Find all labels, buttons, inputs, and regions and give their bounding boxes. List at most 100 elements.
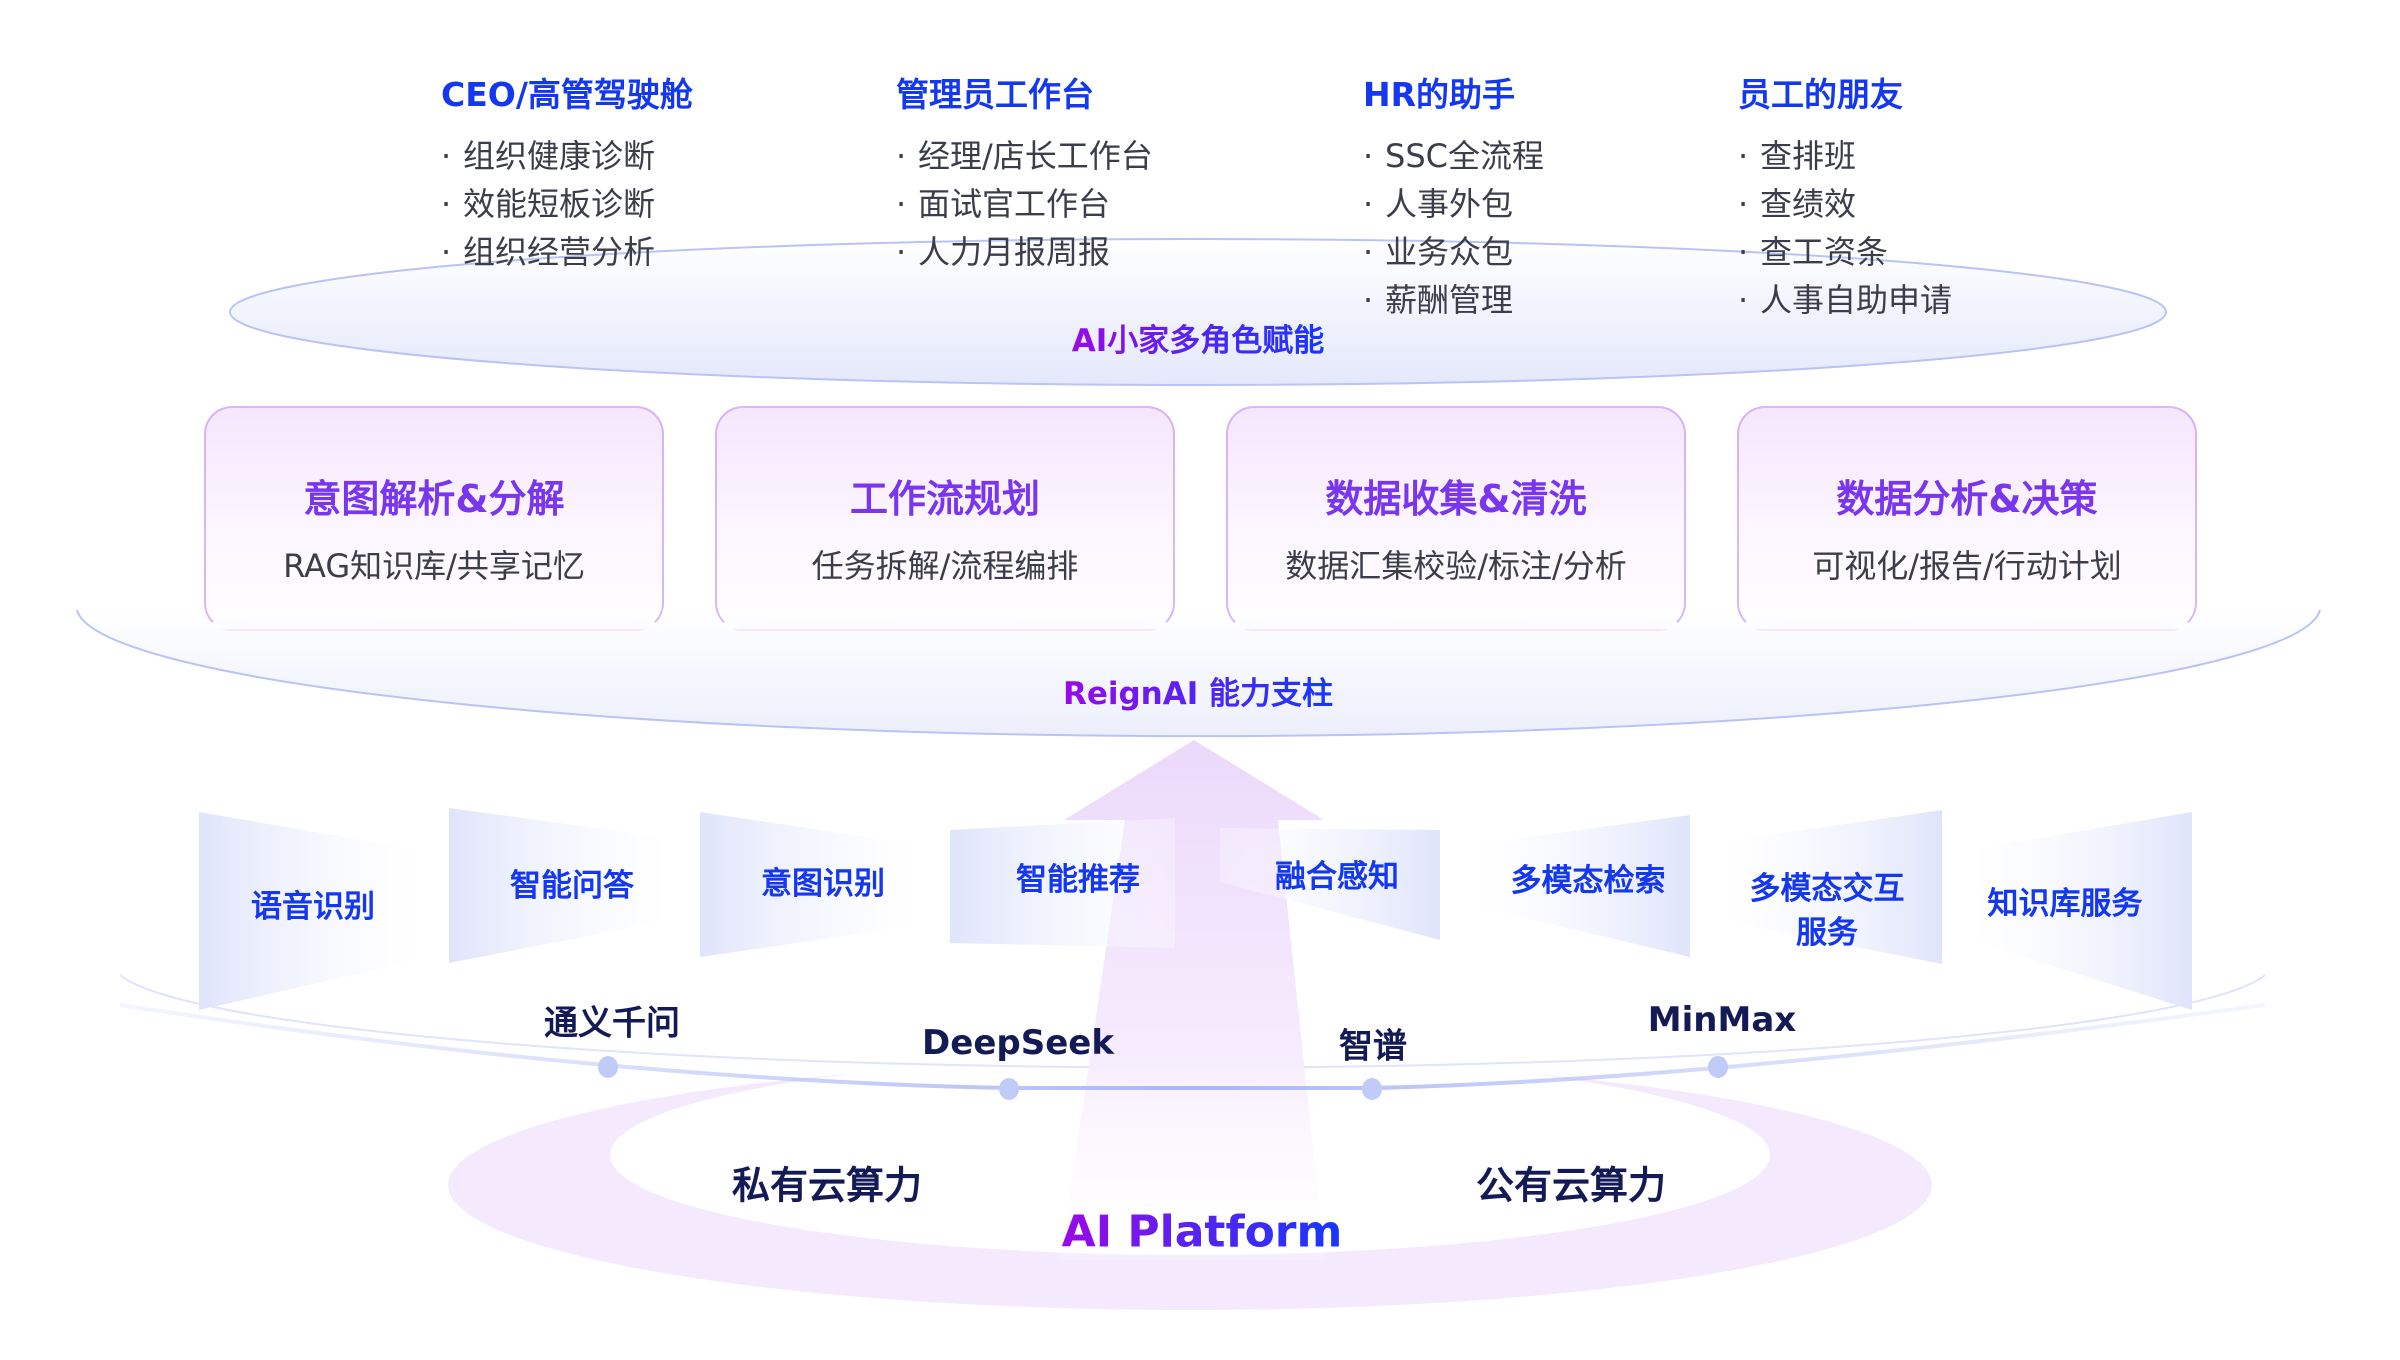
- bullet-dot-icon: ·: [1363, 281, 1374, 319]
- model-label: DeepSeek: [922, 1023, 1114, 1063]
- capability-panel: [1970, 812, 2192, 1010]
- role-feature-text: 面试官工作台: [918, 185, 1111, 223]
- model-connector-line: [119, 1003, 2266, 1090]
- role-feature-item: · 经理/店长工作台: [896, 132, 1153, 180]
- pillar-card: 意图解析&分解 RAG知识库/共享记忆: [204, 406, 664, 631]
- capability-label: 多模态交互服务: [1750, 867, 1905, 955]
- role-feature-text: 人事外包: [1385, 185, 1514, 223]
- role-feature-list: ·组织健康诊断·效能短板诊断·组织经营分析: [441, 132, 693, 276]
- role-feature-item: · 效能短板诊断: [441, 180, 693, 228]
- role-feature-text: 业务众包: [1385, 233, 1514, 271]
- role-feature-text: 查绩效: [1760, 185, 1857, 223]
- middle-layer-disc: [76, 609, 2321, 738]
- bullet-dot-icon: ·: [1738, 185, 1749, 223]
- pillar-title: 数据分析&决策: [1836, 477, 2098, 521]
- capability-panel: [950, 818, 1175, 948]
- capability-panel: [1470, 815, 1690, 957]
- role-column: CEO/高管驾驶舱·组织健康诊断·效能短板诊断·组织经营分析: [441, 70, 693, 276]
- capability-label: 融合感知: [1275, 855, 1399, 899]
- pillar-title: 意图解析&分解: [303, 477, 565, 521]
- model-node-dot-icon: [1362, 1078, 1382, 1100]
- pillar-subtitle: RAG知识库/共享记忆: [283, 547, 585, 585]
- capability-label: 智能推荐: [1016, 858, 1140, 902]
- role-feature-item: ·SSC全流程: [1363, 132, 1544, 180]
- role-feature-text: 查排班: [1760, 137, 1857, 175]
- pillar-title: 数据收集&清洗: [1325, 477, 1587, 521]
- pillar-card: 数据分析&决策可视化/报告/行动计划: [1737, 406, 2197, 631]
- capability-label: 意图识别: [761, 862, 885, 906]
- role-feature-text: 效能短板诊断: [463, 185, 656, 223]
- role-feature-text: 组织经营分析: [463, 233, 656, 271]
- pillar-card: 数据收集&清洗数据汇集校验/标注/分析: [1226, 406, 1686, 631]
- pillar-card: 工作流规划任务拆解/流程编排: [715, 406, 1175, 631]
- capability-label: 多模态检索: [1511, 859, 1666, 903]
- capability-label-line: 知识库服务: [1987, 886, 2143, 922]
- role-feature-list: · 经理/店长工作台 · 面试官工作台 ·人力月报周报: [896, 132, 1153, 276]
- role-feature-list: ·SSC全流程·人事外包·业务众包·薪酬管理: [1363, 132, 1544, 324]
- pillar-subtitle: 数据汇集校验/标注/分析: [1285, 547, 1627, 585]
- role-column: 员工的朋友 · 查排班 · 查绩效 · 查工资条 · 人事自助申请: [1738, 70, 1952, 324]
- bullet-dot-icon: ·: [1363, 185, 1374, 223]
- role-feature-item: · 查工资条: [1738, 228, 1952, 276]
- model-label: MinMax: [1647, 1000, 1797, 1040]
- top-layer-disc: [229, 238, 2167, 386]
- capability-panel: [449, 808, 670, 963]
- role-feature-item: · 业务众包: [1363, 228, 1544, 276]
- role-feature-text: 人事自助申请: [1760, 281, 1953, 319]
- capability-label-line: 意图识别: [761, 866, 885, 902]
- capability-label-line: 多模态检索: [1510, 863, 1666, 899]
- role-feature-item: ·人力月报周报: [896, 228, 1153, 276]
- pillar-title: 工作流规划: [849, 477, 1040, 521]
- role-feature-text: 查工资条: [1760, 233, 1889, 271]
- bullet-dot-icon: ·: [441, 233, 452, 271]
- upward-arrow-icon: [1060, 740, 1325, 1260]
- role-title: HR的助手: [1363, 75, 1516, 114]
- role-feature-item: · 面试官工作台: [896, 180, 1153, 228]
- capability-panel: [199, 812, 420, 1010]
- bullet-dot-icon: ·: [1363, 233, 1374, 271]
- bullet-dot-icon: ·: [1738, 137, 1749, 175]
- bullet-dot-icon: ·: [441, 137, 452, 175]
- bullet-dot-icon: ·: [441, 185, 452, 223]
- middle-layer-label: ReignAI 能力支柱: [1063, 668, 1333, 713]
- role-feature-item: ·薪酬管理: [1363, 276, 1544, 324]
- bullet-dot-icon: ·: [896, 137, 907, 175]
- capability-label: 语音识别: [251, 885, 375, 929]
- capability-label-line: 融合感知: [1275, 859, 1399, 895]
- model-node-dot-icon: [598, 1056, 618, 1078]
- bullet-dot-icon: ·: [1738, 281, 1749, 319]
- role-feature-item: · 查排班: [1738, 132, 1952, 180]
- role-feature-item: · 组织经营分析: [441, 228, 693, 276]
- bullet-dot-icon: ·: [1738, 233, 1749, 271]
- capability-label-line: 语音识别: [251, 889, 375, 925]
- pillar-subtitle: 可视化/报告/行动计划: [1812, 547, 2122, 585]
- platform-label: AI Platform: [1061, 1206, 1343, 1258]
- role-feature-text: 经理/店长工作台: [918, 137, 1153, 175]
- capability-panel: [700, 812, 920, 957]
- role-feature-item: ·组织健康诊断: [441, 132, 693, 180]
- role-title: 管理员工作台: [896, 75, 1094, 114]
- role-feature-item: · 人事外包: [1363, 180, 1544, 228]
- bullet-dot-icon: ·: [1363, 137, 1374, 175]
- capability-label: 知识库服务: [1988, 882, 2143, 926]
- bullet-dot-icon: ·: [896, 185, 907, 223]
- capability-label-line: 智能问答: [510, 868, 634, 904]
- model-node-dot-icon: [1708, 1056, 1728, 1078]
- role-title: CEO/高管驾驶舱: [441, 75, 693, 114]
- model-label: 通义千问: [544, 1003, 680, 1044]
- model-node-dot-icon: [999, 1078, 1019, 1100]
- role-column: HR的助手·SSC全流程·人事外包·业务众包·薪酬管理: [1363, 70, 1544, 324]
- capability-label: 智能问答: [510, 864, 634, 908]
- private-cloud-label: 私有云算力: [731, 1163, 923, 1208]
- role-title: 员工的朋友: [1738, 75, 1903, 114]
- role-feature-item: · 人事自助申请: [1738, 276, 1952, 324]
- model-label: 智谱: [1339, 1026, 1407, 1067]
- capability-label-line: 服务: [1796, 915, 1858, 951]
- capability-panel: [1220, 828, 1440, 940]
- role-feature-text: 人力月报周报: [918, 233, 1111, 271]
- role-feature-item: · 查绩效: [1738, 180, 1952, 228]
- capability-label-line: 智能推荐: [1016, 862, 1140, 898]
- public-cloud-label: 公有云算力: [1475, 1163, 1667, 1208]
- capability-panel: [1720, 810, 1942, 964]
